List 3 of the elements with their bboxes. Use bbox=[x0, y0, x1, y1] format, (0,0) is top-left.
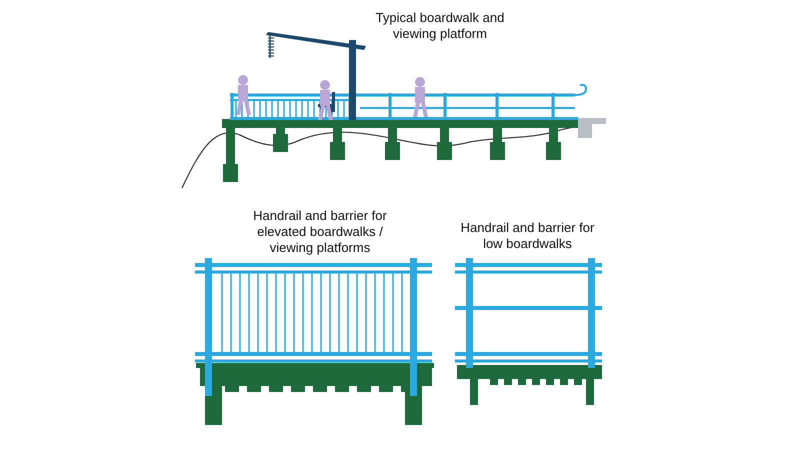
caption: Handrail and barrier for low boardwalks bbox=[460, 220, 596, 252]
caption: Typical boardwalk and viewing platform bbox=[375, 10, 505, 42]
caption: Handrail and barrier for elevated boardwalks / viewing platforms bbox=[252, 208, 388, 256]
